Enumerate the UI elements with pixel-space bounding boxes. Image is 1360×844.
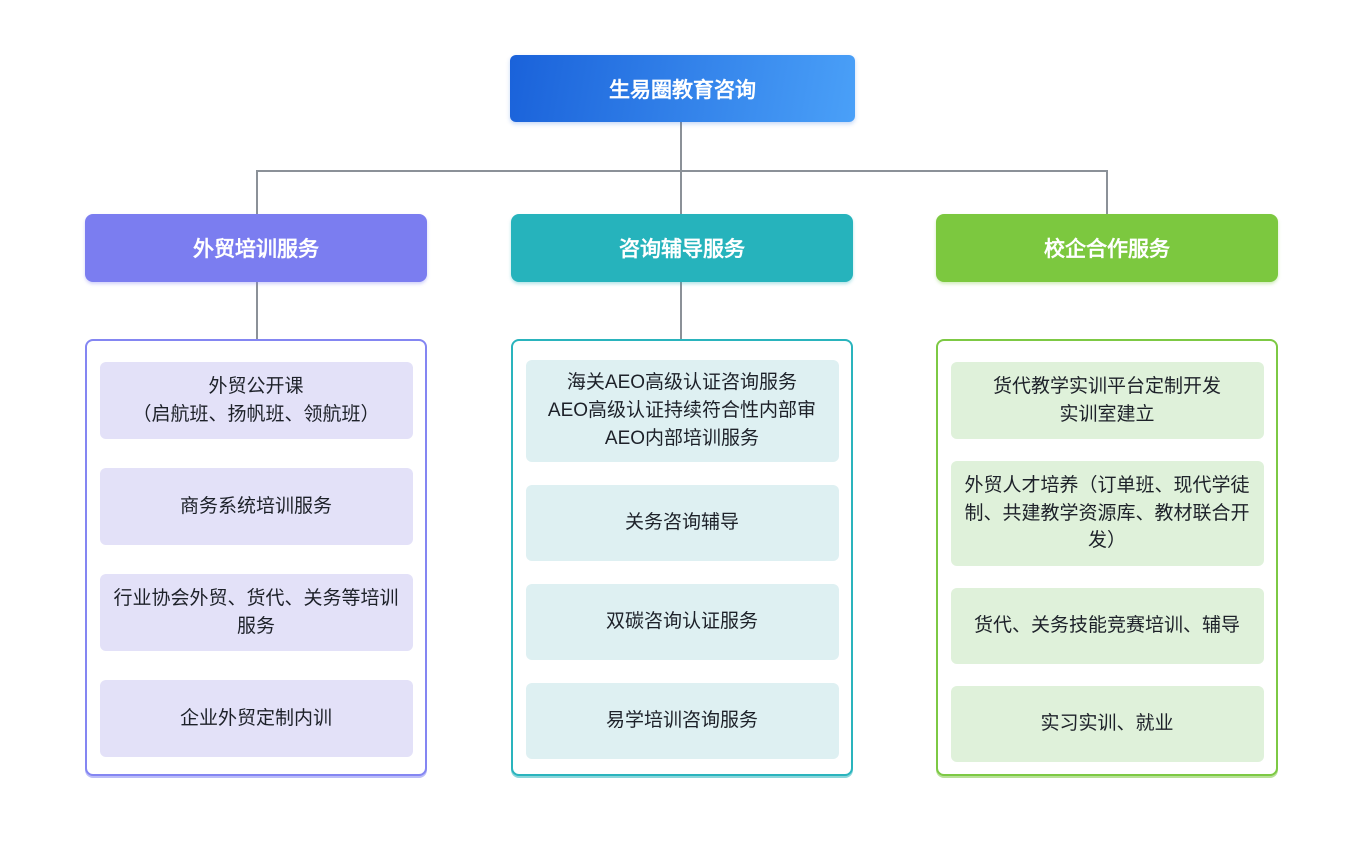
connector-drop-branch-3 [1106, 170, 1108, 214]
connector-branch-1-to-container [256, 281, 258, 339]
branch-header-label: 外贸培训服务 [193, 238, 319, 261]
branch-header-school-enterprise-cooperation: 校企合作服务 [936, 214, 1278, 282]
branch-item: 易学培训咨询服务 [525, 683, 839, 759]
branch-item: 货代教学实训平台定制开发 实训室建立 [950, 362, 1264, 439]
branch-header-label: 咨询辅导服务 [619, 238, 745, 261]
branch-item: 实习实训、就业 [950, 686, 1264, 762]
branch-item: 外贸人才培养（订单班、现代学徒制、共建教学资源库、教材联合开发） [950, 461, 1264, 566]
connector-branch-2-to-container [680, 281, 682, 339]
branch-item: 企业外贸定制内训 [99, 680, 413, 757]
branch-header-consulting-coaching: 咨询辅导服务 [511, 214, 853, 282]
branch-item: 海关AEO高级认证咨询服务 AEO高级认证持续符合性内部审 AEO内部培训服务 [525, 360, 839, 462]
branch-item: 货代、关务技能竞赛培训、辅导 [950, 588, 1264, 664]
connector-drop-branch-1 [256, 170, 258, 214]
branch-container-foreign-trade-training: 外贸公开课 （启航班、扬帆班、领航班） 商务系统培训服务 行业协会外贸、货代、关… [85, 339, 427, 776]
root-node: 生易圈教育咨询 [510, 55, 855, 122]
connector-horizontal-spine [256, 170, 1107, 172]
branch-header-foreign-trade-training: 外贸培训服务 [85, 214, 427, 282]
root-node-label: 生易圈教育咨询 [609, 78, 756, 102]
branch-item: 外贸公开课 （启航班、扬帆班、领航班） [99, 362, 413, 439]
branch-container-consulting-coaching: 海关AEO高级认证咨询服务 AEO高级认证持续符合性内部审 AEO内部培训服务 … [511, 339, 853, 776]
branch-item: 双碳咨询认证服务 [525, 584, 839, 660]
connector-drop-branch-2 [680, 170, 682, 214]
branch-item: 行业协会外贸、货代、关务等培训服务 [99, 574, 413, 651]
connector-root-vertical [680, 121, 682, 170]
branch-header-label: 校企合作服务 [1044, 238, 1170, 261]
branch-item: 商务系统培训服务 [99, 468, 413, 545]
branch-container-school-enterprise-cooperation: 货代教学实训平台定制开发 实训室建立 外贸人才培养（订单班、现代学徒制、共建教学… [936, 339, 1278, 776]
branch-item: 关务咨询辅导 [525, 485, 839, 561]
